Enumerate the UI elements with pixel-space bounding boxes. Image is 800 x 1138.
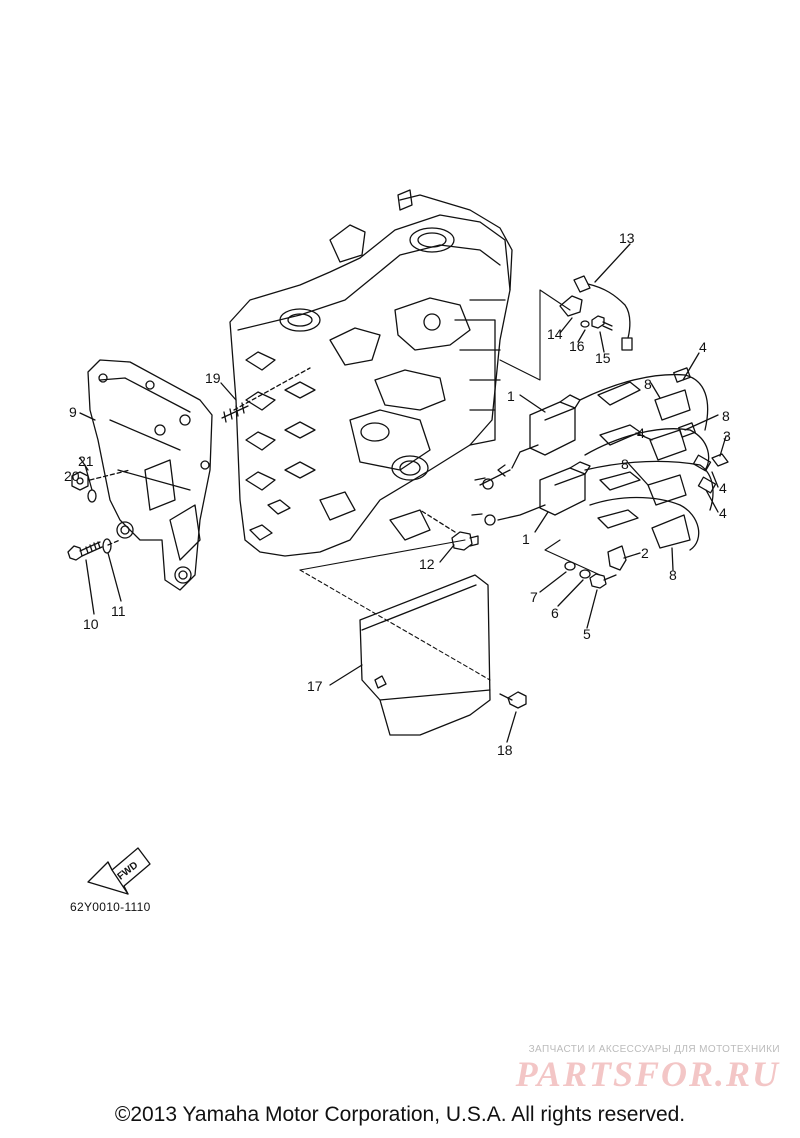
fwd-arrow-icon [87,847,151,895]
callout-12: 12 [419,556,435,572]
callout-16: 16 [569,338,585,354]
stud-bolt [221,402,249,423]
callout-4-right-upper: 4 [719,480,727,496]
callout-13: 13 [619,230,635,246]
callout-3: 3 [723,428,731,444]
watermark: ЗАПЧАСТИ И АКСЕССУАРЫ ДЛЯ МОТОТЕХНИКИ PA… [490,1044,780,1095]
callout-21: 21 [78,453,94,469]
callout-14: 14 [547,326,563,342]
callout-18: 18 [497,742,513,758]
callout-10: 10 [83,616,99,632]
callout-7: 7 [530,589,538,605]
callout-8-right: 8 [722,408,730,424]
callout-19: 19 [205,370,221,386]
engine-block [229,189,513,557]
sensor-13 [573,275,633,351]
bolt-18 [499,691,527,709]
callout-8-bottom: 8 [669,567,677,583]
bolt-10 [67,538,112,561]
callout-4-top: 4 [699,339,707,355]
callout-11: 11 [111,603,126,619]
plate-screw-set [559,295,613,331]
sensor-12 [451,531,479,551]
callout-2: 2 [641,545,649,561]
callout-4-left: 4 [637,425,645,441]
spark-plugs [597,381,641,529]
copyright-notice: ©2013 Yamaha Motor Corporation, U.S.A. A… [114,1103,686,1126]
callout-17: 17 [307,678,323,694]
watermark-logo: PARTSFOR.RU [515,1054,780,1094]
bracket-assembly [87,359,213,591]
ignition-coil-lower [471,461,591,526]
ignition-coil-upper [479,394,581,486]
clip-3 [711,453,729,467]
callout-15: 15 [595,350,611,366]
callout-1-upper: 1 [507,388,515,404]
callout-8-middle: 8 [621,456,629,472]
spark-plug-leads [579,367,717,551]
callout-1-lower: 1 [522,531,530,547]
cover-17 [359,574,491,736]
plug-caps [647,389,691,549]
callout-9: 9 [69,404,77,420]
callout-4-right-lower: 4 [719,505,727,521]
watermark-tagline: ЗАПЧАСТИ И АКСЕССУАРЫ ДЛЯ МОТОТЕХНИКИ [528,1044,780,1055]
callout-8-top: 8 [644,376,652,392]
callout-5: 5 [583,626,591,642]
bracket-2 [607,545,627,571]
callout-20: 20 [64,468,80,484]
bolt-5-set [564,561,617,589]
drawing-code: 62Y0010-1110 [70,900,151,914]
callout-6: 6 [551,605,559,621]
